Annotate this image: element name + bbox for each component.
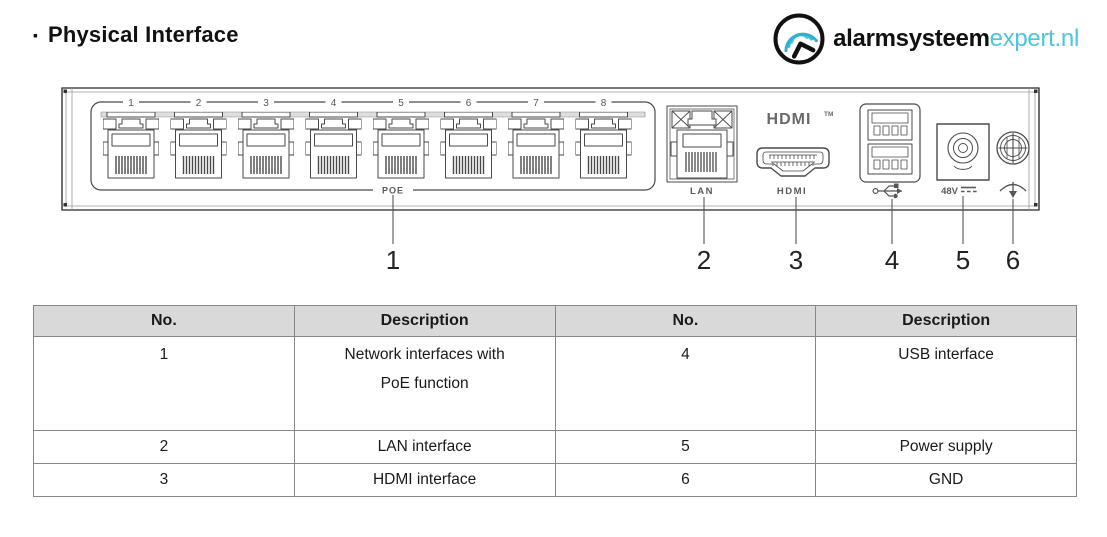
svg-text:6: 6 [466,98,472,109]
table-row: 2 LAN interface 5 Power supply [33,430,1077,464]
cell-no: 4 [554,336,817,431]
rj45-port-icon [305,112,362,179]
callout-1: 1 [386,245,400,275]
svg-text:7: 7 [533,98,539,109]
interface-description-table: No. Description No. Description 1 Networ… [33,305,1077,497]
callout-5: 5 [956,245,970,275]
page-title: Physical Interface [47,22,239,47]
svg-text:1: 1 [128,98,134,109]
wifi-logo-icon [773,13,825,65]
cell-description: Power supply [815,430,1077,464]
col-header-desc-left: Description [293,305,556,337]
rj45-port-icon [103,112,159,179]
section-title-row: ▪ Physical Interface [33,22,239,48]
svg-text:48V: 48V [941,186,959,197]
col-header-no-left: No. [33,305,295,337]
lan-port [666,105,738,183]
svg-text:4: 4 [331,98,337,109]
cell-description: HDMI interface [293,463,556,497]
dc-voltage-icon [961,186,977,193]
usb-icon [872,183,902,199]
cell-description: LAN interface [293,430,556,464]
poe-label: POE [373,184,413,196]
hdmi-port [756,147,830,177]
rj45-port-icon [440,112,497,179]
svg-text:5: 5 [398,98,404,109]
table-header-row: No. Description No. Description [33,305,1077,337]
callout-numbers: 1 2 3 4 5 6 [386,245,1020,275]
svg-text:HDMI: HDMI [767,111,812,128]
svg-text:TM: TM [824,111,833,118]
rj45-port-icon [373,112,429,179]
callout-6: 6 [1006,245,1020,275]
svg-text:8: 8 [601,98,607,109]
power-label: 48V [941,186,977,197]
col-header-desc-right: Description [815,305,1077,337]
callout-3: 3 [789,245,803,275]
callout-leader-lines [392,195,1014,244]
svg-text:3: 3 [263,98,269,109]
rj45-port-icon [170,112,227,179]
callout-2: 2 [697,245,711,275]
ground-icon [999,182,1027,198]
device-rear-panel-diagram: 1 2 3 4 5 6 7 8 POE LAN HDMI TM H [61,86,1046,286]
table-row: 1 Network interfaces with PoE function 4… [33,336,1077,431]
hdmi-logo: HDMI TM [767,111,834,128]
lan-label: LAN [690,186,714,197]
cell-no: 5 [554,430,817,464]
gnd-screw [996,131,1030,165]
cell-no: 1 [33,336,295,431]
table-row: 3 HDMI interface 6 GND [33,463,1077,497]
usb-ports [859,103,921,183]
poe-port-numbers: 1 2 3 4 5 6 7 8 [123,97,612,109]
rj45-port-icon [508,112,564,179]
brand-name: alarmsysteemexpert.nl [833,25,1079,53]
hdmi-port-label: HDMI [777,186,807,197]
brand-name-suffix: expert.nl [989,25,1080,52]
callout-4: 4 [885,245,899,275]
brand-name-bold: alarmsysteem [833,25,990,52]
cell-description: USB interface [815,336,1077,431]
cell-description: Network interfaces with PoE function [293,336,556,431]
rj45-port-icon [238,112,294,179]
svg-text:2: 2 [196,98,202,109]
col-header-no-right: No. [554,305,817,337]
cell-no: 6 [554,463,817,497]
power-jack [936,123,990,181]
brand-logo: alarmsysteemexpert.nl [772,12,1079,66]
svg-text:POE: POE [382,186,404,196]
cell-no: 2 [33,430,295,464]
cell-no: 3 [33,463,295,497]
bullet-icon: ▪ [33,27,38,43]
cell-description: GND [815,463,1077,497]
rj45-port-icon [575,112,632,179]
